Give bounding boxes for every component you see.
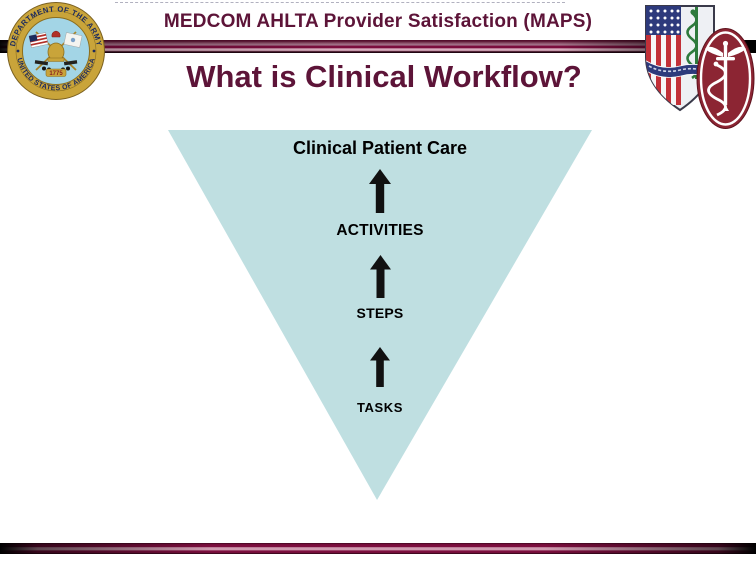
clinical-workflow-funnel: Clinical Patient Care ACTIVITIES STEPS T… — [168, 130, 592, 500]
funnel-level-tasks: TASKS — [356, 400, 404, 415]
placeholder-border — [115, 2, 565, 3]
funnel-level-steps: STEPS — [356, 305, 404, 321]
footer-divider-bar — [0, 543, 756, 554]
page-title: What is Clinical Workflow? — [186, 59, 582, 94]
up-arrow-icon — [168, 347, 592, 392]
funnel-level-activities: ACTIVITIES — [336, 222, 424, 239]
seal-year-text: 1775 — [49, 71, 63, 77]
medcom-patch-icon — [696, 27, 755, 135]
slide-header: MEDCOM AHLTA Provider Satisfaction (MAPS… — [163, 11, 593, 32]
header-divider-bar — [0, 40, 756, 53]
up-arrow-icon — [168, 169, 592, 218]
up-arrow-icon — [168, 255, 592, 303]
army-seal-icon: DEPARTMENT OF THE ARMY UNITED STATES OF … — [7, 0, 105, 107]
funnel-level-clinical-patient-care: Clinical Patient Care — [292, 138, 468, 158]
